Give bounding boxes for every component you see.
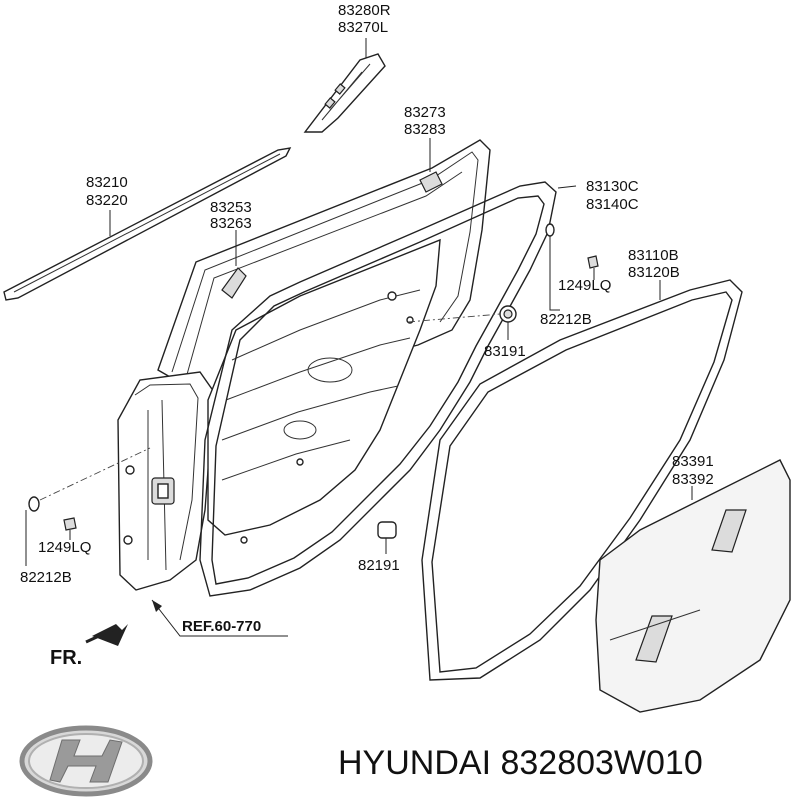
label-83120b: 83120B bbox=[628, 264, 680, 281]
label-83130c: 83130C bbox=[586, 178, 639, 195]
label-83391: 83391 bbox=[672, 453, 714, 470]
label-83191: 83191 bbox=[484, 343, 526, 360]
label-ref: REF.60-770 bbox=[182, 618, 261, 635]
door-panel bbox=[117, 138, 491, 591]
door-opening-weatherstrip bbox=[199, 181, 577, 597]
label-83283: 83283 bbox=[404, 121, 446, 138]
waterproof-film bbox=[595, 459, 791, 713]
label-83273: 83273 bbox=[404, 104, 446, 121]
front-arrow-icon bbox=[85, 624, 128, 646]
left-plug-clip bbox=[25, 447, 151, 566]
grommet-83191 bbox=[407, 305, 517, 340]
hyundai-logo-icon bbox=[19, 725, 153, 797]
label-82212b-right: 82212B bbox=[540, 311, 592, 328]
label-82212b-left: 82212B bbox=[20, 569, 72, 586]
plug-82191 bbox=[377, 521, 397, 554]
label-83140c: 83140C bbox=[586, 196, 639, 213]
label-83270l: 83270L bbox=[338, 19, 388, 36]
right-plug-clip bbox=[545, 223, 599, 311]
label-83253: 83253 bbox=[210, 199, 252, 216]
label-83210: 83210 bbox=[86, 174, 128, 191]
label-front: FR. bbox=[50, 647, 82, 669]
belt-moulding-strip bbox=[3, 147, 292, 301]
window-channel-trim bbox=[303, 38, 386, 133]
label-83263: 83263 bbox=[210, 215, 252, 232]
label-1249lq-right: 1249LQ bbox=[558, 277, 611, 294]
label-83110b: 83110B bbox=[628, 247, 679, 264]
label-83220: 83220 bbox=[86, 192, 128, 209]
label-83280r: 83280R bbox=[338, 2, 391, 19]
label-1249lq-left: 1249LQ bbox=[38, 539, 91, 556]
label-83392: 83392 bbox=[672, 471, 714, 488]
door-side-weatherstrip bbox=[421, 279, 743, 681]
label-82191: 82191 bbox=[358, 557, 400, 574]
brand-part-number: HYUNDAI 832803W010 bbox=[338, 744, 703, 782]
ref-leader bbox=[151, 599, 288, 637]
